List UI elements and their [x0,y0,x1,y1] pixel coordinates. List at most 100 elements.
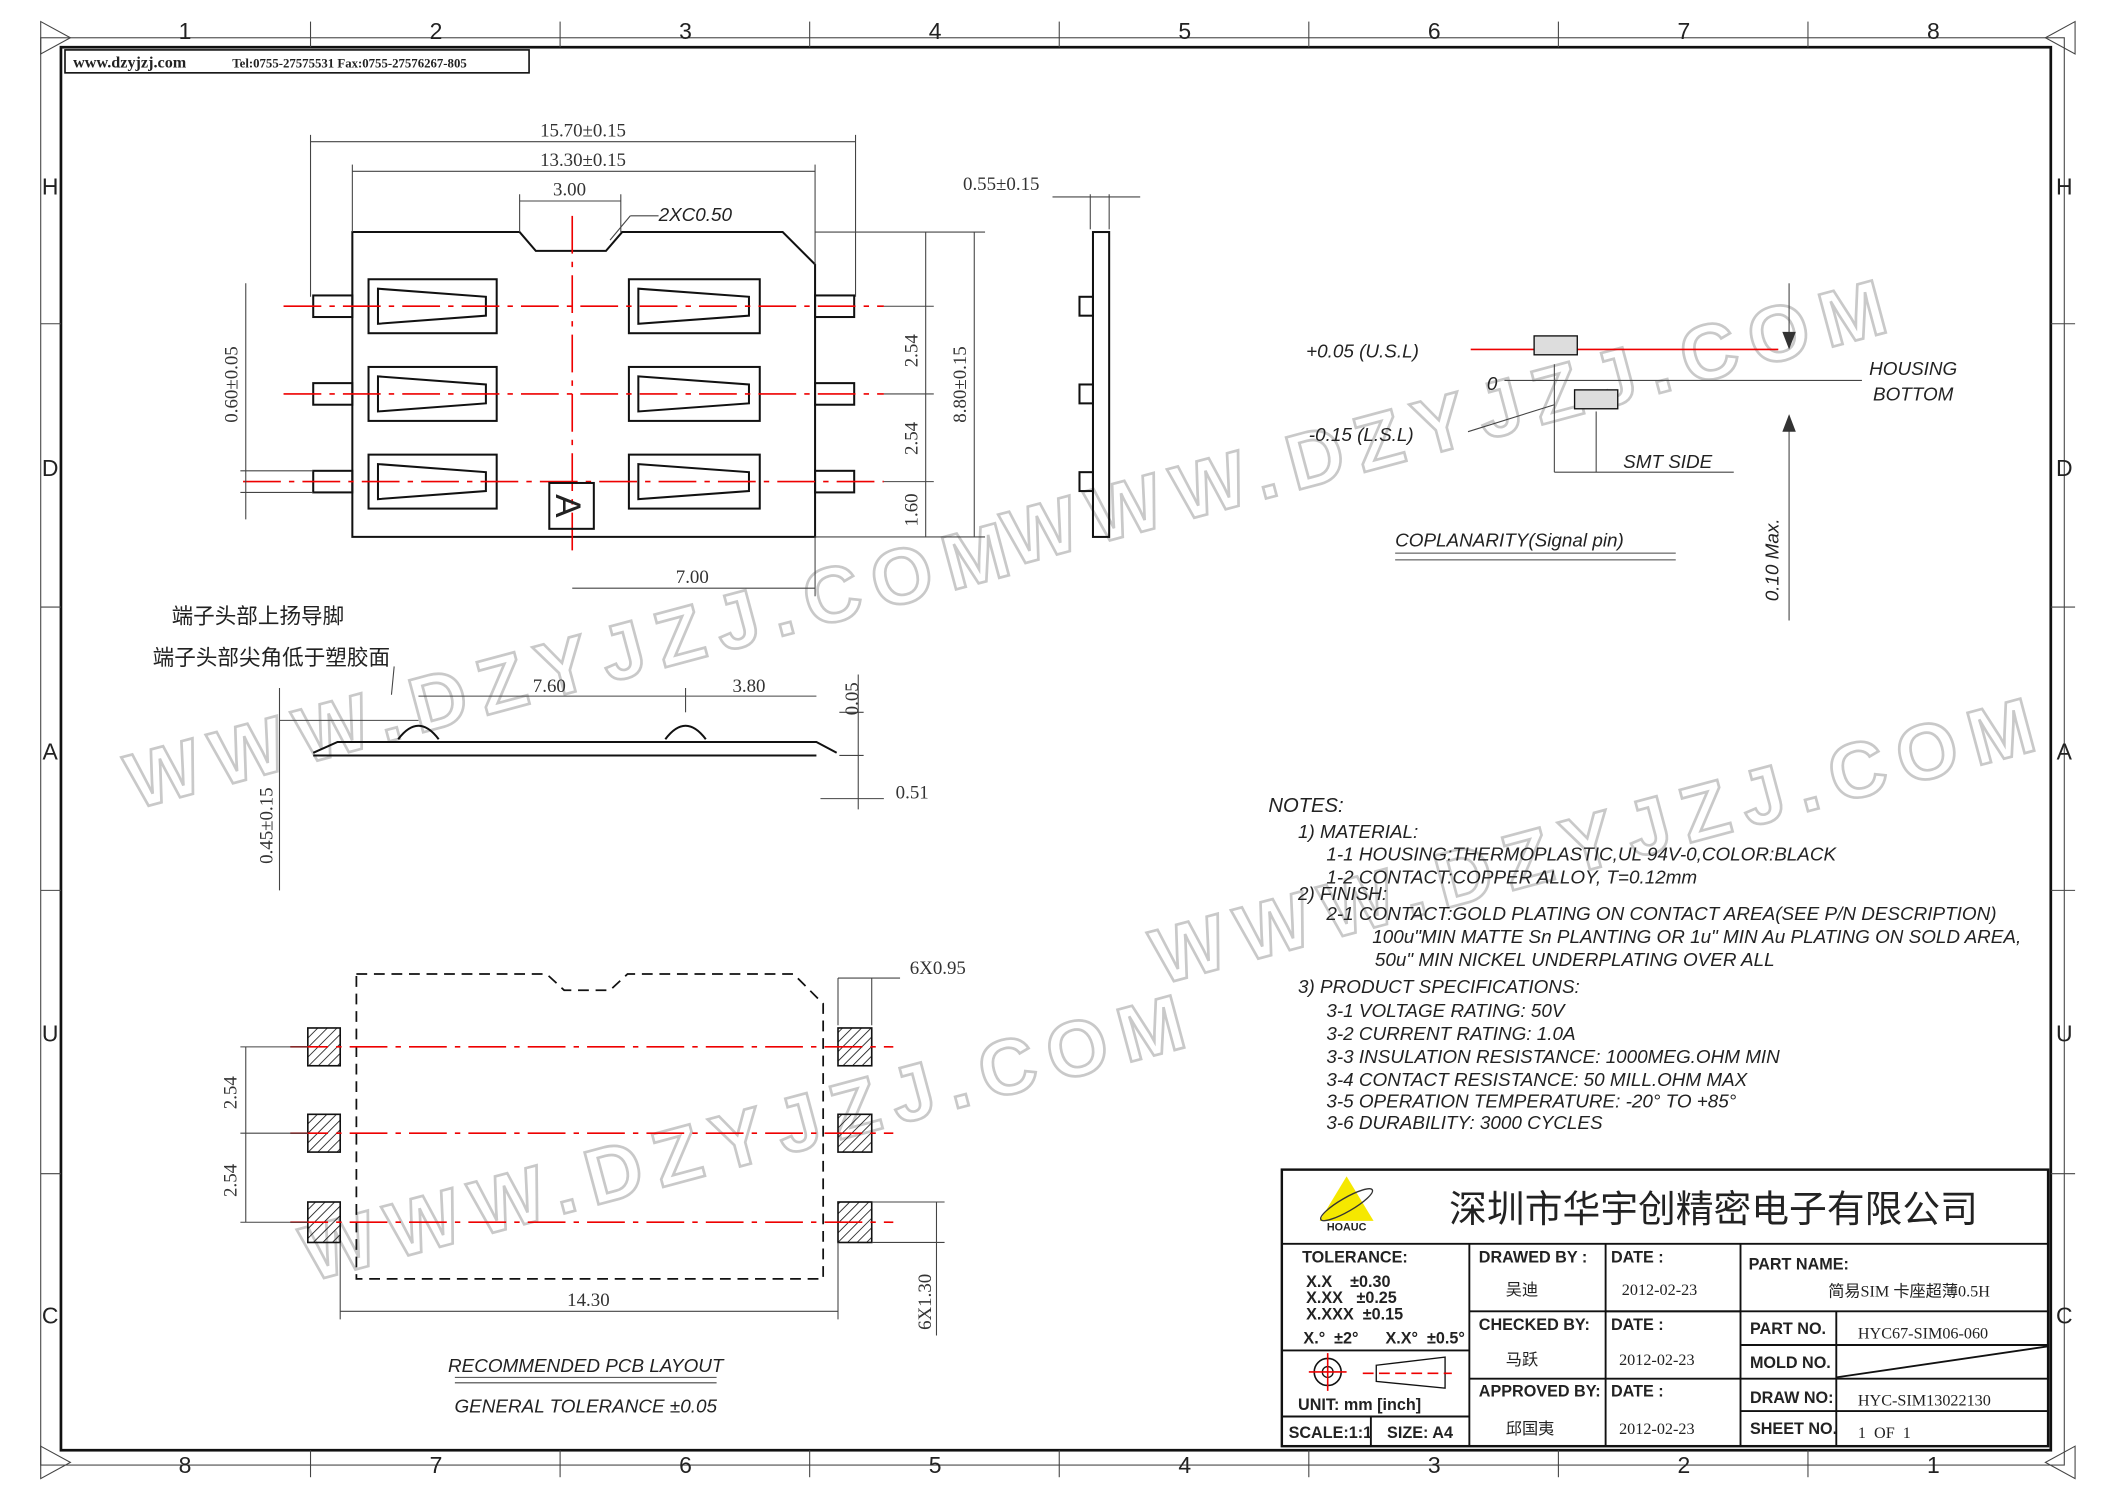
zone-col: 2 [1677,1452,1690,1478]
zone-col: 6 [1428,18,1441,44]
header-box: www.dzyjzj.com Tel:0755-27575531 Fax:075… [64,49,530,74]
zone-row: U [42,1020,59,1046]
dim-chamfer: 2XC0.50 [658,205,733,226]
part-name-label: PART NAME: [1749,1255,1849,1273]
zone-col: 7 [430,1452,443,1478]
watermark: WWW.DZYJZJ.COM [292,974,1207,1298]
size-label: SIZE: A4 [1387,1424,1453,1442]
checked-by-label: CHECKED BY: [1479,1316,1590,1334]
dim-offset: 7.00 [676,567,709,588]
approved-by-label: APPROVED BY: [1479,1382,1601,1400]
date-value: 2012-02-23 [1622,1282,1697,1299]
angle-tolerance: X.° ±2° X.X° ±0.5° [1303,1330,1464,1348]
zone-col: 3 [679,18,692,44]
drawed-by-value: 吴迪 [1506,1281,1538,1299]
date-value: 2012-02-23 [1619,1421,1694,1438]
dim-body-length: 13.30±0.15 [540,150,626,171]
top-view: A 15.70±0.15 13.30±0.15 3.00 2XC0.50 2.5… [222,120,986,597]
note-line: 50u" MIN NICKEL UNDERPLATING OVER ALL [1375,950,1775,971]
dim-front-1: 7.60 [533,676,566,697]
dim-notch: 3.00 [553,180,586,201]
company-name: 深圳市华宇创精密电子有限公司 [1449,1189,1978,1231]
company-logo: HOAUC [1319,1176,1374,1233]
notes: NOTES: 1) MATERIAL: 1-1 HOUSING:THERMOPL… [1268,795,2021,1134]
zone-col: 3 [1428,1452,1441,1478]
note-line: 3-1 VOLTAGE RATING: 50V [1326,1001,1567,1022]
zone-col: 5 [929,1452,942,1478]
tolerance-row: X.XXX ±0.15 [1306,1305,1403,1323]
date-label: DATE : [1611,1316,1664,1334]
tolerance-row: X.X ±0.30 [1306,1273,1390,1291]
date-label: DATE : [1611,1249,1664,1267]
dim-front-5: 0.45±0.15 [257,787,278,863]
note-line: 3) PRODUCT SPECIFICATIONS: [1298,977,1580,998]
dim-pitch: 2.54 [902,421,923,455]
lsl-label: -0.15 (L.S.L) [1309,425,1414,446]
dim-overall-length: 15.70±0.15 [540,120,626,141]
zone-col: 6 [679,1452,692,1478]
dim-pitch: 2.54 [902,334,923,368]
title-block: HOAUC 深圳市华宇创精密电子有限公司 TOLERANCE: X.X ±0.3… [1280,1168,2050,1448]
front-view: 端子头部上扬导脚 端子头部尖角低于塑胶面 7.60 3.80 0.05 0.51… [153,603,929,891]
checked-by-value: 马跃 [1506,1351,1538,1369]
dim-pcb-pitch: 2.54 [220,1163,241,1197]
drawing-frame: 1 2 3 4 5 6 7 8 8 7 6 5 4 3 2 1 H D A U … [40,18,2076,1480]
zone-row: H [42,173,59,199]
smt-side-label: SMT SIDE [1623,452,1713,473]
coplanarity-diagram: +0.05 (U.S.L) 0 -0.15 (L.S.L) HOUSING BO… [1306,283,1957,621]
pcb-tolerance: GENERAL TOLERANCE ±0.05 [454,1396,717,1417]
zone-col: 8 [179,1452,192,1478]
note-line: 1-1 HOUSING:THERMOPLASTIC,UL 94V-0,COLOR… [1326,845,1837,866]
zero-label: 0 [1487,374,1498,395]
draw-no-label: DRAW NO: [1750,1389,1834,1407]
tolerance-row: X.XX ±0.25 [1306,1289,1397,1307]
part-name-value: 简易SIM 卡座超薄0.5H [1828,1282,1990,1300]
dim-thickness: 0.55±0.15 [963,174,1039,195]
zone-row: A [43,739,59,765]
date-label: DATE : [1611,1382,1664,1400]
pcb-layout: 6X0.95 2.54 2.54 14.30 6X1.30 RECOMMENDE… [220,958,966,1417]
tolerance-label: TOLERANCE: [1302,1249,1408,1267]
contact-text: Tel:0755-27575531 Fax:0755-27576267-805 [232,56,466,70]
dim-pad-width: 6X0.95 [910,958,966,979]
side-view: 0.55±0.15 [963,174,1141,538]
zone-col: 5 [1178,18,1191,44]
note-line: 2) FINISH: [1297,884,1387,905]
notes-title: NOTES: [1268,795,1343,817]
date-value: 2012-02-23 [1619,1352,1694,1369]
dim-edge: 1.60 [902,493,923,526]
dim-pcb-span: 14.30 [567,1290,609,1311]
note-line: 3-4 CONTACT RESISTANCE: 50 MILL.OHM MAX [1326,1070,1748,1091]
zone-row: U [2056,1020,2073,1046]
approved-by-value: 邱国夷 [1506,1420,1555,1438]
draw-no-value: HYC-SIM13022130 [1858,1393,1991,1410]
note-line: 1-2 CONTACT:COPPER ALLOY, T=0.12mm [1326,868,1697,889]
dim-front-3: 0.05 [842,682,863,715]
part-no-value: HYC67-SIM06-060 [1858,1325,1988,1342]
note-lead-raised: 端子头部上扬导脚 [172,603,345,628]
zone-col: 8 [1927,18,1940,44]
housing-bottom-label: HOUSING [1869,359,1957,380]
part-no-label: PART NO. [1750,1320,1826,1338]
zone-col: 1 [179,18,192,44]
zone-row: C [2056,1302,2073,1328]
dim-lead-width: 0.60±0.05 [222,346,243,422]
dim-front-2: 3.80 [732,676,765,697]
zone-col: 7 [1677,18,1690,44]
dim-pad-length: 6X1.30 [915,1274,936,1330]
orientation-marker: A [548,494,587,518]
website-text: www.dzyjzj.com [73,54,187,71]
zone-row: A [2057,739,2073,765]
housing-bottom-label: BOTTOM [1873,385,1954,406]
logo-text: HOAUC [1327,1221,1367,1233]
note-line: 100u"MIN MATTE Sn PLANTING OR 1u" MIN Au… [1372,927,2021,948]
coplanarity-max: 0.10 Max. [1762,518,1783,601]
zone-col: 4 [1178,1452,1191,1478]
dim-width: 8.80±0.15 [950,346,971,422]
pcb-layout-title: RECOMMENDED PCB LAYOUT [448,1356,725,1377]
zone-row: D [2056,455,2073,481]
dim-front-4: 0.51 [896,783,929,804]
note-line: 1) MATERIAL: [1298,822,1418,843]
zone-col: 2 [430,18,443,44]
